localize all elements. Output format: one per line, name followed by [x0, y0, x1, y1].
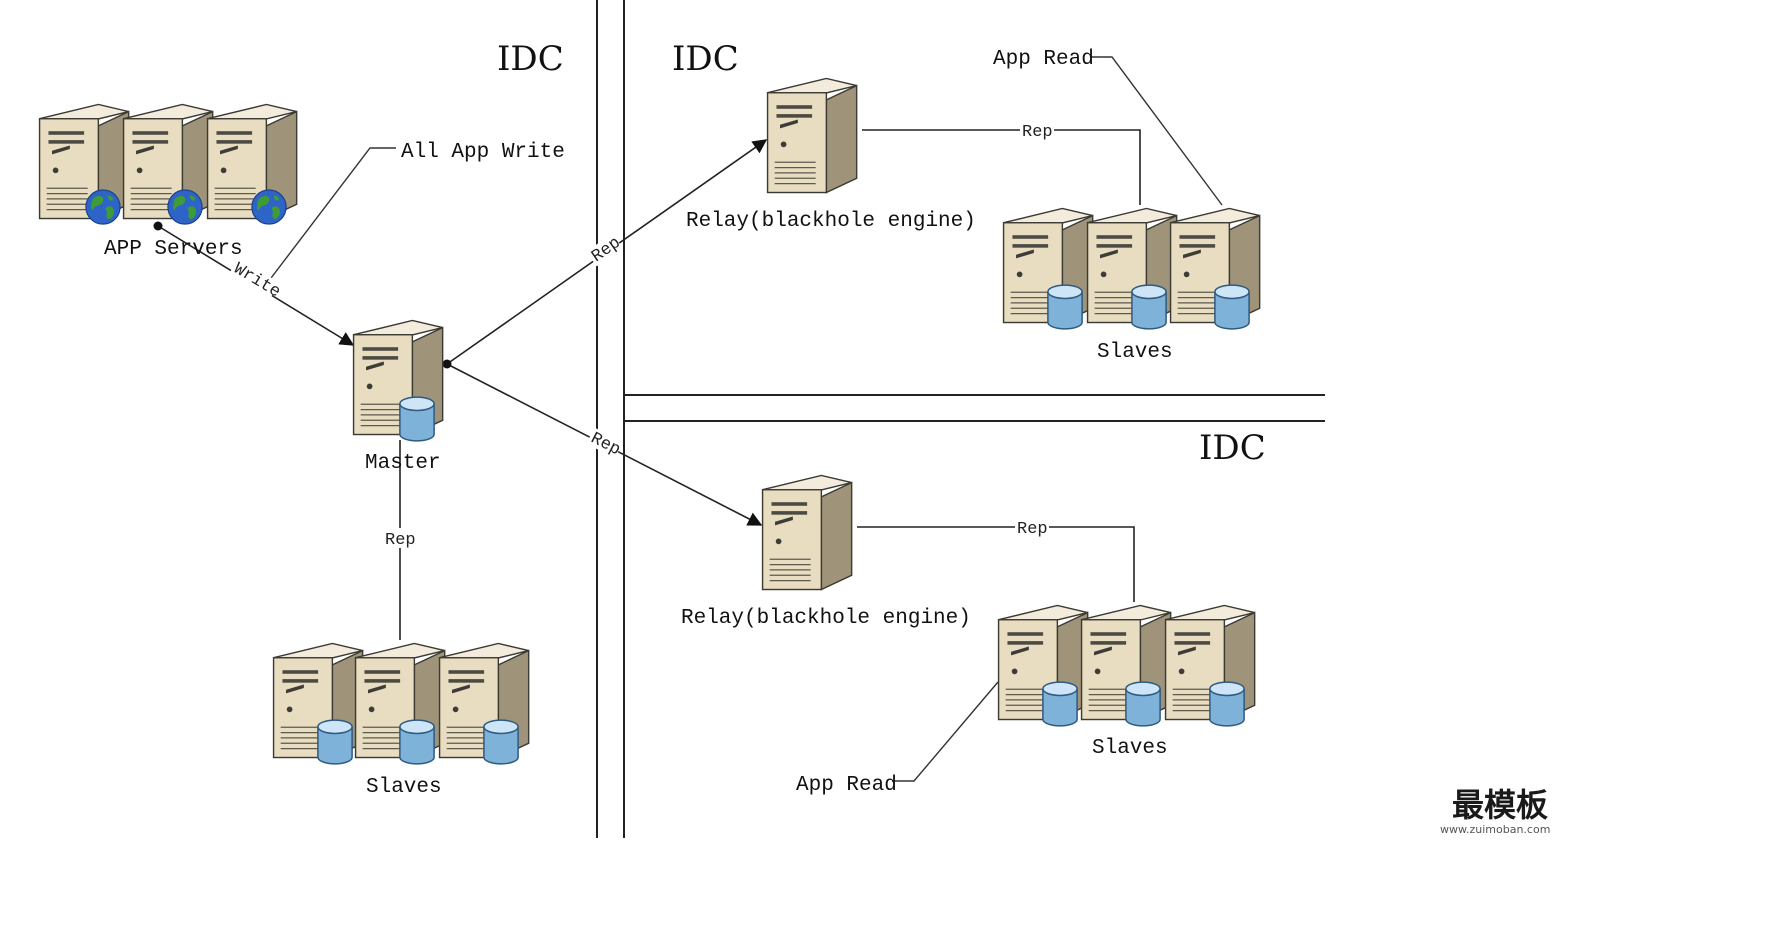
write-edge-label: Write [230, 260, 284, 303]
app-servers-group [38, 103, 298, 225]
database-icon [317, 719, 353, 765]
write-origin-dot [153, 221, 163, 231]
database-icon [1047, 284, 1083, 330]
watermark-url: www.zuimoban.com [1440, 823, 1550, 836]
idc-label-bottom-right: IDC [1199, 428, 1266, 468]
rep-edge-label-master-slaves: Rep [385, 531, 416, 550]
master-group [352, 319, 444, 442]
slaves-bottom-right-label: Slaves [1092, 737, 1168, 760]
database-icon [1209, 681, 1245, 727]
app-servers-label: APP Servers [104, 238, 243, 261]
app-read-top-leader [1090, 56, 1223, 206]
idc-label-top-right: IDC [672, 39, 739, 79]
slaves-bottom-right-group [997, 604, 1256, 727]
database-icon [399, 719, 435, 765]
globe-icon [251, 189, 287, 225]
relay-top-server-icon [766, 77, 858, 194]
app-read-bottom-leader [892, 681, 999, 782]
globe-icon [85, 189, 121, 225]
relay-bottom-label: Relay(blackhole engine) [681, 607, 971, 630]
rep-edge-label-relay-bottom: Rep [587, 429, 623, 460]
relay-bottom-server-icon [761, 474, 853, 591]
watermark-logo: 最模板 [1452, 786, 1548, 824]
globe-icon [167, 189, 203, 225]
database-icon [399, 396, 435, 442]
slaves-top-right-label: Slaves [1097, 341, 1173, 364]
slaves-left-group [272, 642, 530, 765]
slaves-top-right-group [1002, 207, 1261, 330]
relay-top-label: Relay(blackhole engine) [686, 210, 976, 233]
app-read-top-label: App Read [993, 48, 1094, 71]
idc-label-left: IDC [497, 39, 564, 79]
all-app-write-leader [267, 147, 396, 283]
database-icon [1131, 284, 1167, 330]
app-read-bottom-label: App Read [796, 774, 897, 797]
all-app-write-label: All App Write [401, 141, 565, 164]
master-label: Master [365, 452, 441, 475]
rep-line-relay-bottom-slaves [857, 526, 1135, 602]
database-icon [1125, 681, 1161, 727]
database-icon [1042, 681, 1078, 727]
rep-edge-label-relay-top-slaves: Rep [1022, 123, 1053, 142]
rep-line-relay-top-slaves [862, 129, 1141, 205]
slaves-left-label: Slaves [366, 776, 442, 799]
database-icon [483, 719, 519, 765]
rep-edge-label-relay-bottom-slaves: Rep [1017, 520, 1048, 539]
master-origin-dot [442, 359, 452, 369]
database-icon [1214, 284, 1250, 330]
